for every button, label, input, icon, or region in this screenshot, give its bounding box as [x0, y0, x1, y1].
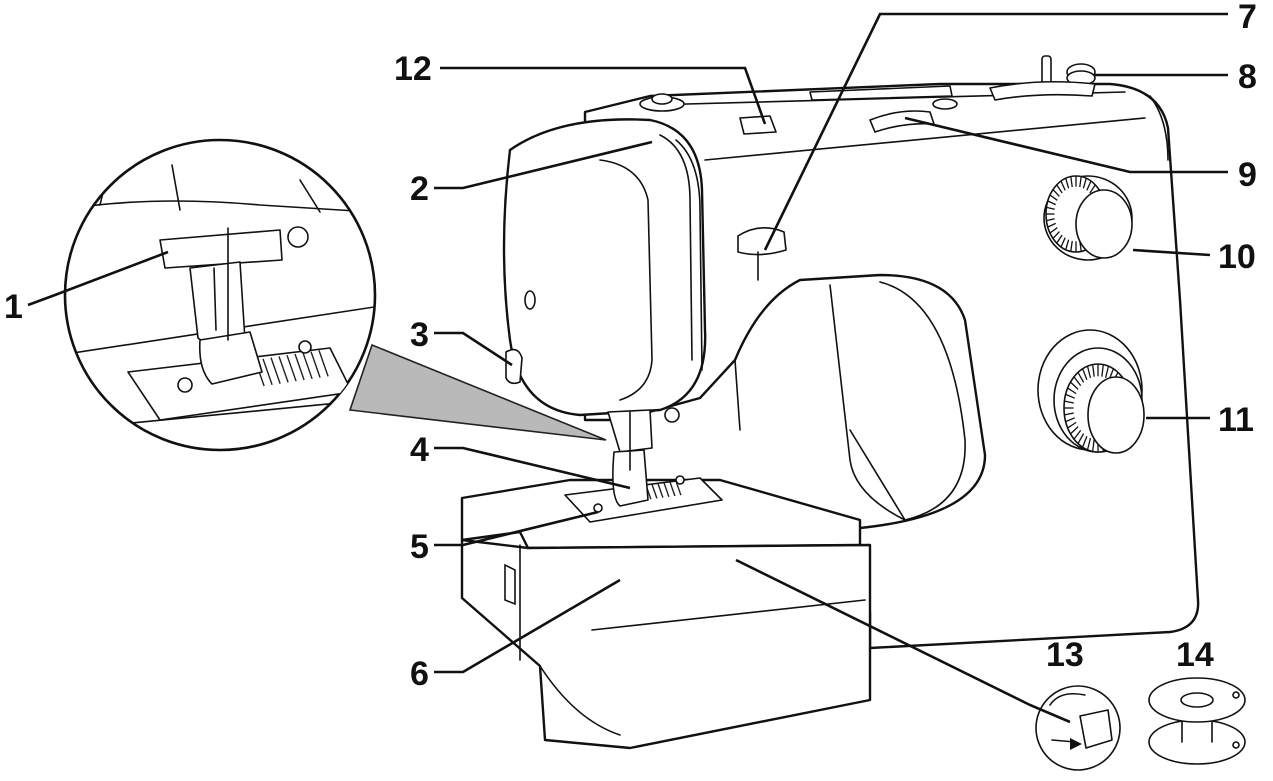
callout-2: 2 [410, 170, 429, 208]
callout-13: 13 [1046, 636, 1084, 674]
callout-9: 9 [1238, 156, 1257, 194]
callout-12: 12 [394, 50, 432, 88]
presser-foot [607, 407, 680, 507]
callout-10: 10 [1218, 238, 1256, 276]
callout-14: 14 [1176, 636, 1214, 674]
callout-7: 7 [1238, 0, 1257, 36]
zoom-connector [348, 343, 607, 441]
callout-4: 4 [410, 431, 429, 469]
face-plate [502, 118, 707, 417]
pattern-selector-dial [1037, 329, 1145, 454]
callout-11: 11 [1218, 401, 1254, 439]
stitch-length-dial [1043, 175, 1133, 261]
bobbin-case [1035, 685, 1121, 771]
callout-5: 5 [410, 528, 429, 566]
leader-lines [27, 12, 1228, 724]
callout-numbers: 1 2 3 4 5 6 7 8 9 10 11 12 13 14 [4, 0, 1257, 693]
callout-3: 3 [410, 316, 429, 354]
extension-table [460, 475, 872, 750]
callout-1: 1 [4, 288, 23, 326]
zoom-detail [63, 138, 377, 452]
bobbin [1148, 677, 1246, 765]
callout-8: 8 [1238, 58, 1257, 96]
callout-6: 6 [410, 655, 429, 693]
